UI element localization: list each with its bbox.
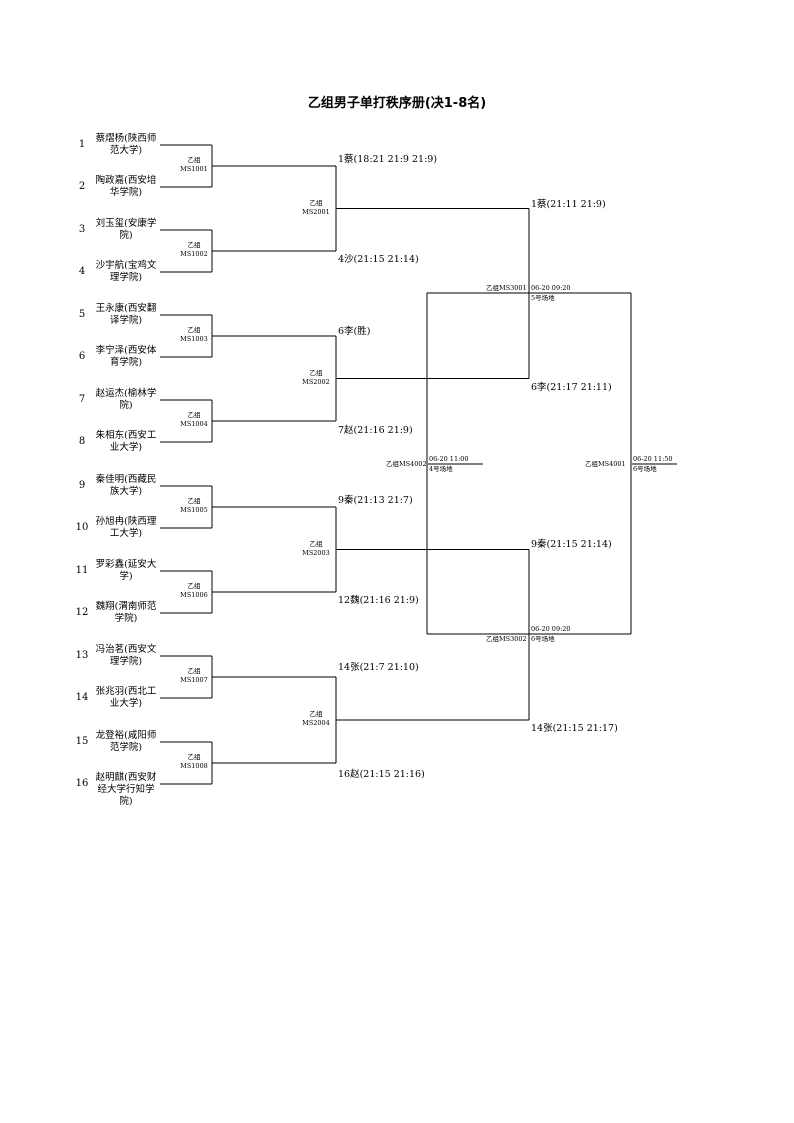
player-name: 赵明麒(西安财经大学行知学院): [95, 772, 157, 807]
player-name: 孙旭冉(陕西理工大学): [95, 516, 157, 539]
player-seed: 5: [78, 309, 86, 320]
player-seed: 2: [78, 181, 86, 192]
match-label: 乙组 MS1003: [180, 326, 208, 343]
player-name: 龙登裕(咸阳师范学院): [95, 730, 157, 753]
player-seed: 10: [75, 522, 89, 533]
player-seed: 11: [75, 565, 89, 576]
player-name: 罗彩鑫(延安大学): [95, 559, 157, 582]
winner-label: 14张(21:7 21:10): [338, 662, 419, 673]
final-time: 06-20 11:50: [633, 455, 673, 463]
match-label: 乙组 MS2001: [302, 198, 330, 216]
winner-label: 9秦(21:13 21:7): [338, 495, 413, 506]
match-label: 乙组 MS1006: [180, 582, 208, 599]
player-name: 冯治茗(西安文理学院): [95, 644, 157, 667]
player-name: 沙宇航(宝鸡文理学院): [95, 260, 157, 283]
match-label: 乙组 MS2003: [302, 539, 330, 557]
match-label: 乙组 MS1007: [180, 667, 208, 684]
player-name: 赵运杰(榆林学院): [95, 388, 157, 411]
final-court: 4号场地: [429, 465, 453, 473]
player-seed: 15: [75, 736, 89, 747]
player-name: 魏翔(渭南师范学院): [95, 601, 157, 624]
player-seed: 9: [78, 480, 86, 491]
player-seed: 16: [75, 778, 89, 789]
semi-label: 乙组MS3001: [486, 284, 527, 292]
winner-label: 4沙(21:15 21:14): [338, 254, 419, 265]
player-seed: 3: [78, 224, 86, 235]
player-name: 王永康(西安翻译学院): [95, 303, 157, 326]
semi-time: 06-20 09:20: [531, 625, 571, 633]
winner-label: 16赵(21:15 21:16): [338, 769, 425, 780]
semi-time: 06-20 09:20: [531, 284, 571, 292]
page-title: 乙组男子单打秩序册(决1-8名): [307, 96, 487, 111]
match-label: 乙组 MS1008: [180, 753, 208, 770]
player-seed: 14: [75, 692, 89, 703]
winner-label: 9秦(21:15 21:14): [531, 539, 612, 550]
player-name: 陶政嘉(西安培华学院): [95, 175, 157, 198]
semi-label: 乙组MS3002: [486, 635, 527, 643]
match-label: 乙组 MS2004: [302, 710, 330, 727]
match-label: 乙组 MS1005: [180, 497, 208, 514]
player-name: 李宁泽(西安体育学院): [95, 345, 157, 368]
winner-label: 14张(21:15 21:17): [531, 723, 618, 734]
winner-label: 6李(胜): [338, 326, 371, 337]
semi-court: 5号场地: [531, 294, 555, 302]
winner-label: 12魏(21:16 21:9): [338, 595, 419, 606]
player-seed: 8: [78, 436, 86, 447]
winner-label: 6李(21:17 21:11): [531, 382, 612, 393]
match-label: 乙组 MS2002: [302, 368, 330, 386]
final-court: 6号场地: [633, 465, 657, 473]
match-label: 乙组 MS1001: [180, 156, 208, 173]
player-name: 刘玉玺(安康学院): [95, 218, 157, 241]
winner-label: 1蔡(18:21 21:9 21:9): [338, 154, 438, 165]
player-name: 秦佳明(西藏民族大学): [95, 474, 157, 497]
player-seed: 12: [75, 607, 89, 618]
player-name: 张兆羽(西北工业大学): [95, 686, 157, 709]
winner-label: 7赵(21:16 21:9): [338, 425, 413, 436]
match-label: 乙组 MS1002: [180, 241, 208, 258]
final-time: 06-20 11:00: [429, 455, 469, 463]
winner-label: 1蔡(21:11 21:9): [531, 199, 606, 210]
match-label: 乙组 MS1004: [180, 411, 208, 428]
player-seed: 13: [75, 650, 89, 661]
player-seed: 1: [78, 139, 86, 150]
final-label: 乙组MS4002: [386, 460, 427, 468]
player-name: 蔡熠杨(陕西师范大学): [95, 133, 157, 156]
player-name: 朱相东(西安工业大学): [95, 430, 157, 453]
player-seed: 7: [78, 394, 86, 405]
player-seed: 4: [78, 266, 86, 277]
player-seed: 6: [78, 351, 86, 362]
final-label: 乙组MS4001: [585, 460, 626, 468]
semi-court: 6号场地: [531, 635, 555, 643]
